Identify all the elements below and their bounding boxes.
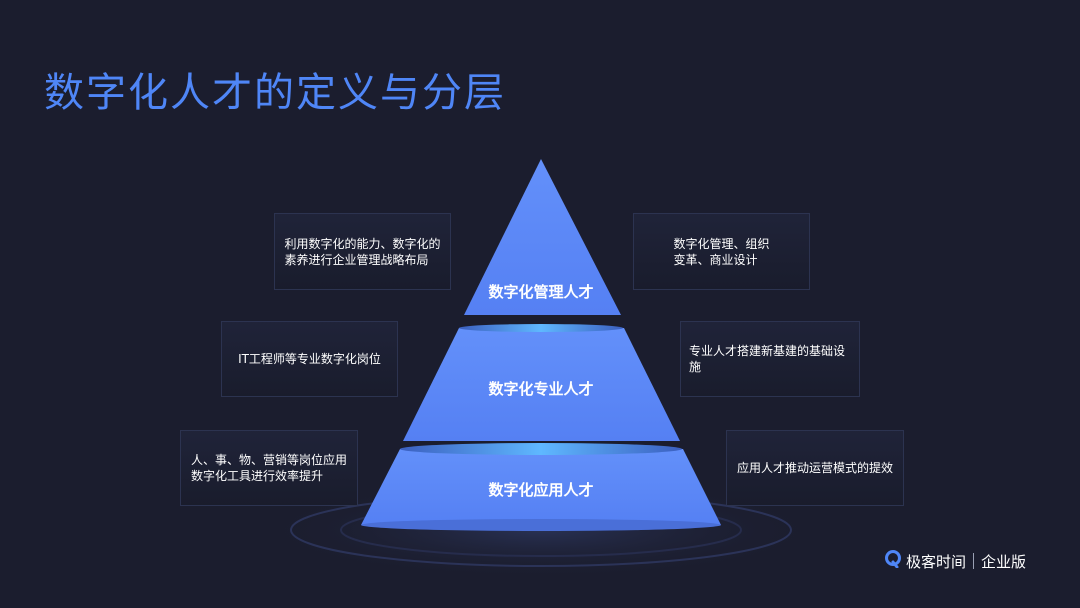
left-description-bottom-line-2: 数字化工具进行效率提升 — [190, 469, 323, 483]
brand-edition: 企业版 — [981, 552, 1027, 571]
tier-middle-label: 数字化专业人才 — [488, 380, 594, 398]
right-description-top-line-1: 数字化管理、组织 — [673, 236, 770, 251]
tier-top-label: 数字化管理人才 — [488, 283, 594, 301]
tier-middle-rim — [459, 324, 623, 332]
left-description-middle: IT工程师等专业数字化岗位 — [221, 321, 398, 397]
right-description-top-line-2: 变革、商业设计 — [673, 252, 758, 267]
tier-middle-shape — [403, 328, 680, 441]
tier-bottom-base — [361, 519, 721, 531]
brand-divider — [973, 553, 975, 569]
geek-logo-icon — [884, 550, 902, 572]
left-description-bottom-line-1: 人、事、物、营销等岗位应用 — [190, 453, 347, 467]
right-description-middle: 专业人才搭建新基建的基础设施 — [680, 321, 860, 397]
right-description-bottom: 应用人才推动运营模式的提效 — [726, 430, 904, 506]
left-description-top-line-2: 素养进行企业管理战略布局 — [284, 252, 429, 267]
right-description-bottom-line-1: 应用人才推动运营模式的提效 — [736, 461, 893, 475]
tier-bottom-shape — [361, 449, 721, 525]
page-title: 数字化人才的定义与分层 — [44, 70, 506, 116]
right-description-top: 数字化管理、组织 变革、商业设计 — [633, 213, 810, 290]
left-description-bottom: 人、事、物、营销等岗位应用 数字化工具进行效率提升 — [180, 430, 358, 506]
left-description-top-line-1: 利用数字化的能力、数字化的 — [284, 236, 441, 251]
tier-top-shape — [464, 159, 621, 315]
tier-bottom-label: 数字化应用人才 — [488, 481, 594, 499]
tier-bottom-rim — [400, 443, 682, 455]
left-description-top: 利用数字化的能力、数字化的 素养进行企业管理战略布局 — [274, 213, 451, 290]
brand-logo: 极客时间 企业版 — [884, 548, 1026, 574]
right-description-middle-line-1: 专业人才搭建新基建的基础设施 — [689, 344, 846, 374]
left-description-middle-line-1: IT工程师等专业数字化岗位 — [238, 352, 381, 366]
brand-name: 极客时间 — [906, 552, 967, 571]
